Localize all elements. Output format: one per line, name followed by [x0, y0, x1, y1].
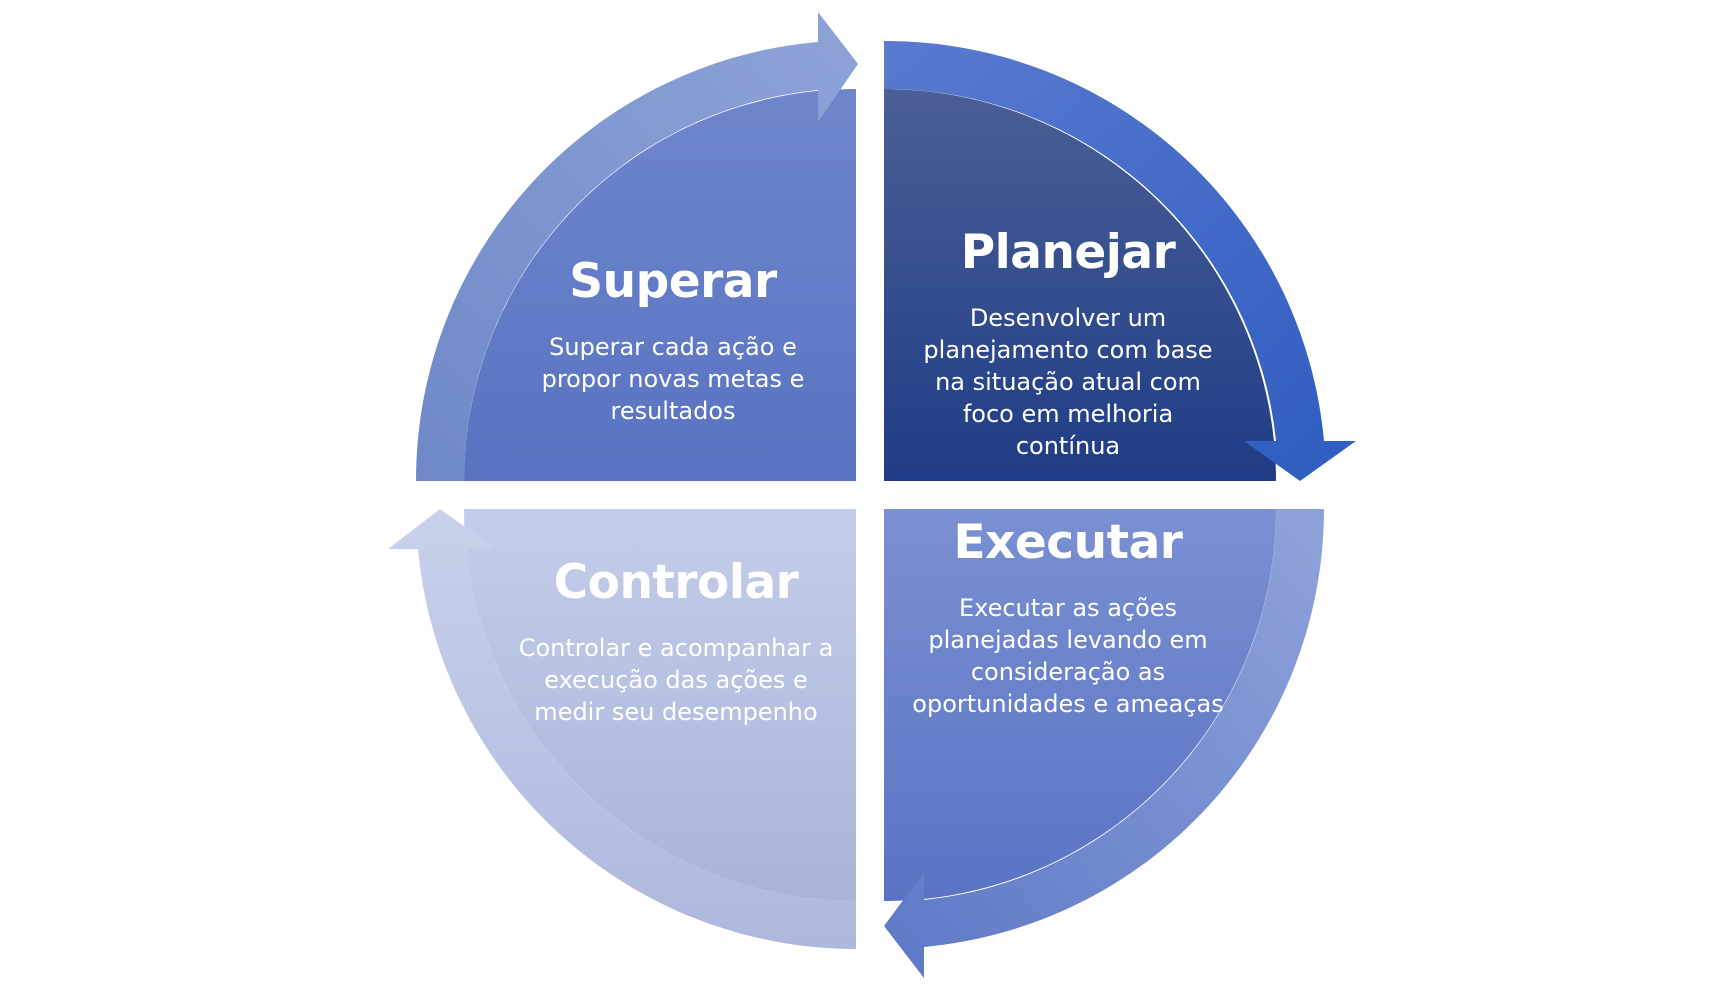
superar-quadrant [464, 89, 856, 481]
planejar-quadrant [884, 89, 1276, 481]
superar-cycle-arrow [415, 12, 858, 481]
executar-quadrant [884, 509, 1276, 901]
controlar-quadrant [464, 509, 856, 901]
controlar-cycle-arrow [388, 509, 856, 949]
executar-cycle-arrow [884, 509, 1324, 978]
planejar-cycle-arrow [884, 40, 1356, 482]
